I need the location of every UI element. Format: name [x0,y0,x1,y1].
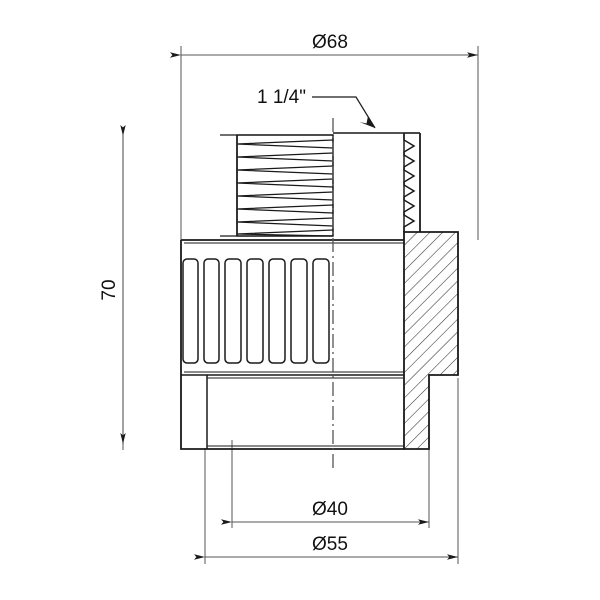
dimension-diameter-68: Ø68 [170,32,478,58]
knurling-ribs [182,258,330,364]
internal-thread-profile [220,134,334,237]
annotation-label-thread-size: 1 1/4" [257,87,306,108]
dimension-label-outer-diameter: Ø68 [312,32,348,53]
external-thread-sawtooth [403,133,416,232]
thread-zigzag-lines [236,139,334,237]
dimension-diameter-55: Ø55 [194,534,458,560]
leader-arrowhead [359,116,375,128]
dimension-label-body-diameter: Ø55 [312,534,348,555]
part-geometry [180,118,459,470]
body-outline [180,239,404,450]
dimension-height-70: 70 [99,125,126,444]
annotation-thread-size: 1 1/4" [257,87,376,129]
dimension-label-inner-diameter: Ø40 [312,499,348,520]
dimension-diameter-40: Ø40 [221,499,429,525]
section-hatch-region [403,231,459,450]
dimension-label-height: 70 [99,279,120,300]
